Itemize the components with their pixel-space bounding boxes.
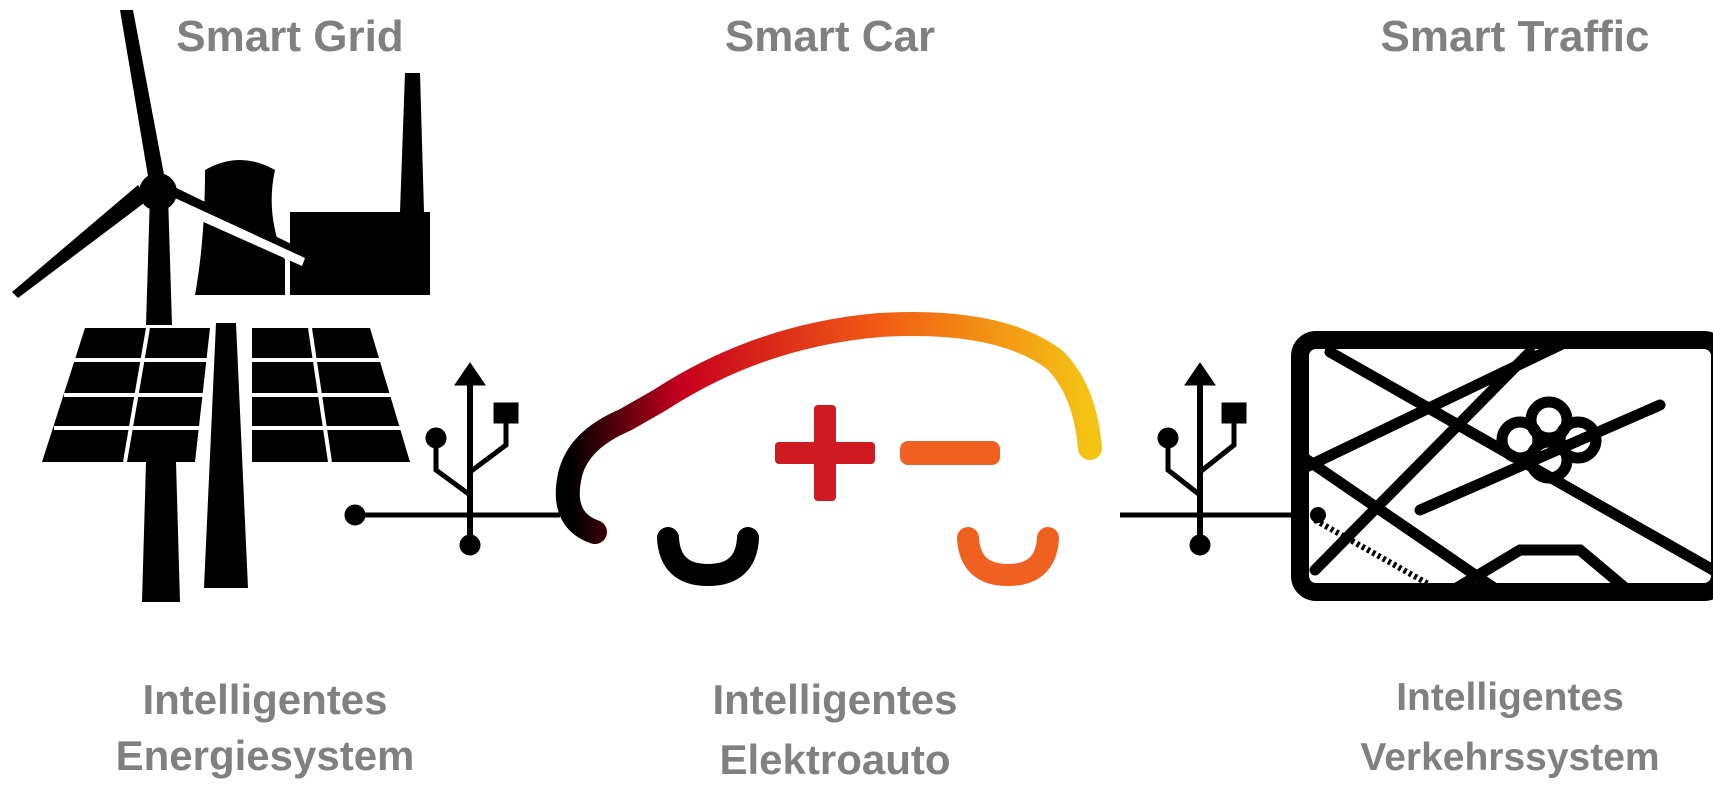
smart-car-heading: Smart Car — [724, 12, 936, 61]
plus-sign-icon — [775, 405, 875, 501]
caption-line: Verkehrssystem — [1360, 736, 1660, 779]
wind-turbine-icon — [12, 10, 316, 325]
caption-line: Energiesystem — [115, 732, 415, 779]
usb-icon — [344, 362, 560, 556]
caption-line: Elektroauto — [719, 736, 951, 783]
energy-system-caption: Intelligentes Energiesystem — [80, 672, 450, 784]
road-map-icon — [1291, 331, 1713, 601]
solar-panel-icon — [42, 323, 410, 602]
traffic-system-caption: Intelligentes Verkehrssystem — [1320, 670, 1700, 786]
electric-car-icon — [555, 312, 1102, 587]
caption-line: Intelligentes — [1396, 676, 1624, 719]
smart-traffic-heading: Smart Traffic — [1380, 12, 1650, 61]
minus-sign-icon — [900, 441, 1000, 465]
electric-car-caption: Intelligentes Elektroauto — [650, 672, 1020, 788]
usb-icon — [1120, 362, 1320, 556]
caption-line: Intelligentes — [142, 676, 388, 723]
smart-grid-heading: Smart Grid — [176, 12, 404, 61]
caption-line: Intelligentes — [712, 676, 958, 723]
